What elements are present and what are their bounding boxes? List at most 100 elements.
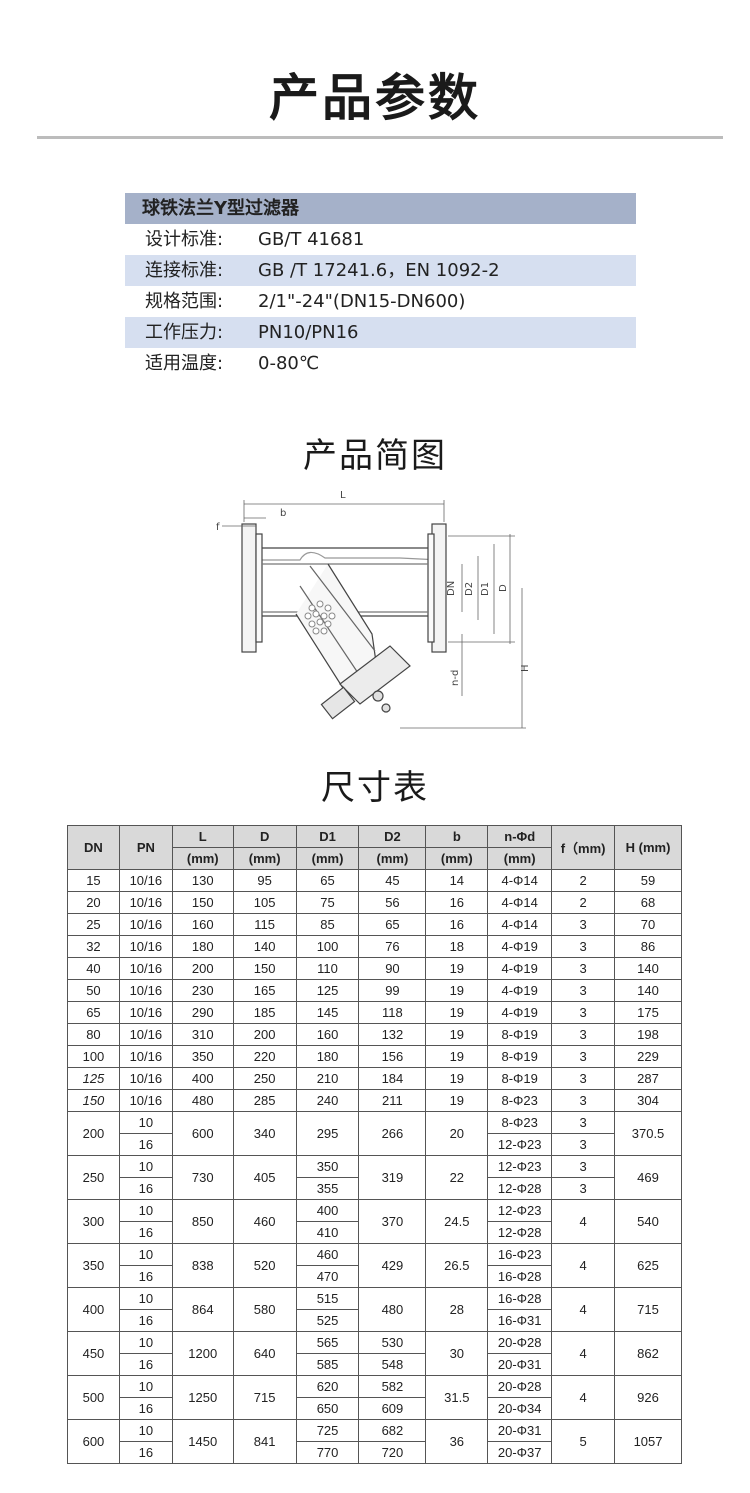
table-cell: 50: [67, 979, 120, 1002]
table-cell: 19: [425, 957, 489, 980]
table-cell: 75: [295, 891, 360, 914]
table-cell: 3: [551, 1111, 616, 1134]
table-cell: 32: [67, 935, 120, 958]
table-cell: 20-Φ37: [487, 1441, 553, 1464]
drawing-title: 产品简图: [303, 436, 447, 476]
table-cell: 370: [358, 1199, 427, 1244]
table-cell: 16-Φ28: [487, 1287, 553, 1310]
table-cell: 3: [551, 1067, 616, 1090]
table-cell: 10/16: [118, 1045, 173, 1068]
table-cell: 156: [358, 1045, 427, 1068]
spec-key: 连接标准:: [145, 260, 224, 281]
col-dn: DN: [67, 825, 120, 870]
table-cell: 565: [295, 1331, 360, 1354]
spec-value: 2/1"-24"(DN15-DN600): [258, 291, 466, 312]
table-cell: 230: [171, 979, 234, 1002]
table-cell: 10/16: [118, 913, 173, 936]
table-cell: 480: [171, 1089, 234, 1112]
table-cell: 4: [551, 1331, 616, 1376]
table-cell: 125: [67, 1067, 120, 1090]
table-cell: 86: [614, 935, 682, 958]
table-cell: 926: [614, 1375, 682, 1420]
table-cell: 470: [295, 1265, 360, 1288]
table-cell: 460: [232, 1199, 297, 1244]
dn-cell: 500: [67, 1375, 120, 1420]
table-cell: 720: [358, 1441, 427, 1464]
table-cell: 250: [232, 1067, 297, 1090]
table-cell: 540: [614, 1199, 682, 1244]
table-cell: 16-Φ23: [487, 1243, 553, 1266]
table-cell: 4-Φ14: [487, 913, 553, 936]
dim-label-D2: D2: [464, 582, 475, 596]
table-cell: 10/16: [118, 935, 173, 958]
title-divider: [37, 136, 723, 139]
table-cell: 20-Φ28: [487, 1331, 553, 1354]
pn-cell: 10: [118, 1419, 173, 1442]
table-cell: 56: [358, 891, 427, 914]
table-cell: 25: [67, 913, 120, 936]
dimension-table: DN PN L D D1 D2 b n-Φd f（mm) H (mm) (mm)…: [67, 825, 682, 1464]
spec-row-range: 规格范围: 2/1"-24"(DN15-DN600): [125, 286, 636, 317]
table-cell: 10/16: [118, 1001, 173, 1024]
table-cell: 8-Φ23: [487, 1111, 553, 1134]
strainer-drawing: L b f DN D2 D1 D n-d H: [216, 490, 531, 729]
unit-d2: (mm): [358, 847, 427, 870]
table-cell: 185: [232, 1001, 297, 1024]
dn-cell: 600: [67, 1419, 120, 1464]
table-cell: 3: [551, 1089, 616, 1112]
table-cell: 838: [171, 1243, 234, 1288]
table-cell: 31.5: [425, 1375, 489, 1420]
dim-label-DN: DN: [446, 581, 457, 596]
spec-row-temperature: 适用温度: 0-80℃: [125, 348, 636, 379]
table-cell: 12-Φ23: [487, 1133, 553, 1156]
table-cell: 370.5: [614, 1111, 682, 1156]
table-cell: 26.5: [425, 1243, 489, 1288]
table-cell: 3: [551, 957, 616, 980]
table-cell: 22: [425, 1155, 489, 1200]
table-cell: 12-Φ23: [487, 1155, 553, 1178]
table-cell: 400: [171, 1067, 234, 1090]
drain-plug: [320, 686, 356, 720]
table-cell: 40: [67, 957, 120, 980]
col-d: D: [232, 825, 297, 848]
table-cell: 460: [295, 1243, 360, 1266]
spec-header: 球铁法兰Y型过滤器: [125, 193, 636, 224]
table-cell: 340: [232, 1111, 297, 1156]
table-cell: 582: [358, 1375, 427, 1398]
spec-value: GB/T 41681: [258, 229, 365, 250]
table-cell: 100: [67, 1045, 120, 1068]
table-cell: 90: [358, 957, 427, 980]
table-cell: 8-Φ19: [487, 1045, 553, 1068]
table-cell: 310: [171, 1023, 234, 1046]
table-cell: 65: [358, 913, 427, 936]
col-l: L: [171, 825, 234, 848]
table-cell: 16-Φ28: [487, 1265, 553, 1288]
table-cell: 841: [232, 1419, 297, 1464]
spec-row-pressure: 工作压力: PN10/PN16: [125, 317, 636, 348]
pn-cell: 10: [118, 1375, 173, 1398]
table-cell: 2: [551, 891, 616, 914]
table-cell: 198: [614, 1023, 682, 1046]
table-cell: 3: [551, 1177, 616, 1200]
table-cell: 180: [171, 935, 234, 958]
pn-cell: 10: [118, 1155, 173, 1178]
table-cell: 100: [295, 935, 360, 958]
left-flange: [241, 523, 257, 653]
dim-label-nd: n-d: [450, 670, 461, 686]
table-cell: 609: [358, 1397, 427, 1420]
table-cell: 3: [551, 1155, 616, 1178]
table-cell: 480: [358, 1287, 427, 1332]
pn-cell: 16: [118, 1221, 173, 1244]
table-cell: 548: [358, 1353, 427, 1376]
screen-holes: [304, 600, 336, 635]
table-cell: 3: [551, 979, 616, 1002]
pn-cell: 10: [118, 1243, 173, 1266]
